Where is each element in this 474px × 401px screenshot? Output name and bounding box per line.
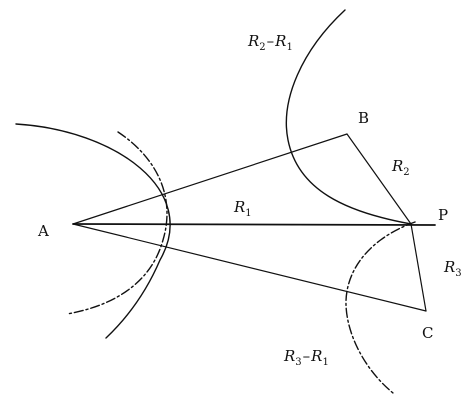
label-r3-minus-r1-sub-b: 1	[322, 357, 328, 368]
segment-a-c	[72, 223, 427, 312]
label-r2-minus-r1-minus: –	[267, 32, 275, 50]
segment-p-c	[410, 223, 427, 312]
label-r3: R3	[443, 258, 462, 279]
arc-circle-a-solid	[15, 123, 171, 339]
label-r2-minus-r1-sub-b: 1	[286, 42, 292, 53]
label-r2-symbol: R	[391, 157, 403, 175]
hyperbola-r3-minus-r1	[345, 221, 416, 394]
segment-b-p	[346, 133, 412, 225]
label-r2-subscript: 2	[403, 167, 409, 178]
label-r2-minus-r1-sym-b: R	[274, 32, 286, 50]
label-r2-minus-r1-sym-a: R	[247, 32, 259, 50]
label-r3-minus-r1-sym-b: R	[310, 347, 322, 365]
label-r1-subscript: 1	[245, 208, 251, 219]
point-label-c: C	[422, 324, 433, 342]
label-r3-minus-r1: R3–R1	[283, 347, 329, 368]
label-r1: R1	[233, 198, 252, 219]
label-r2-minus-r1: R2–R1	[247, 32, 293, 53]
segment-a-p-r1	[72, 223, 436, 226]
arc-circle-a-dashdot	[66, 131, 168, 315]
label-r2-minus-r1-sub-a: 2	[259, 42, 265, 53]
label-r3-minus-r1-sym-a: R	[283, 347, 295, 365]
label-r3-symbol: R	[443, 258, 455, 276]
hyperbola-r2-minus-r1	[285, 9, 412, 225]
point-label-p: P	[438, 206, 448, 224]
label-r2: R2	[391, 157, 410, 178]
segment-a-b	[72, 133, 348, 225]
label-r1-symbol: R	[233, 198, 245, 216]
label-r3-minus-r1-sub-a: 3	[295, 357, 301, 368]
point-label-a: A	[37, 222, 49, 240]
point-label-b: B	[358, 109, 369, 127]
label-r3-subscript: 3	[455, 268, 461, 279]
label-r3-minus-r1-minus: –	[303, 347, 311, 365]
